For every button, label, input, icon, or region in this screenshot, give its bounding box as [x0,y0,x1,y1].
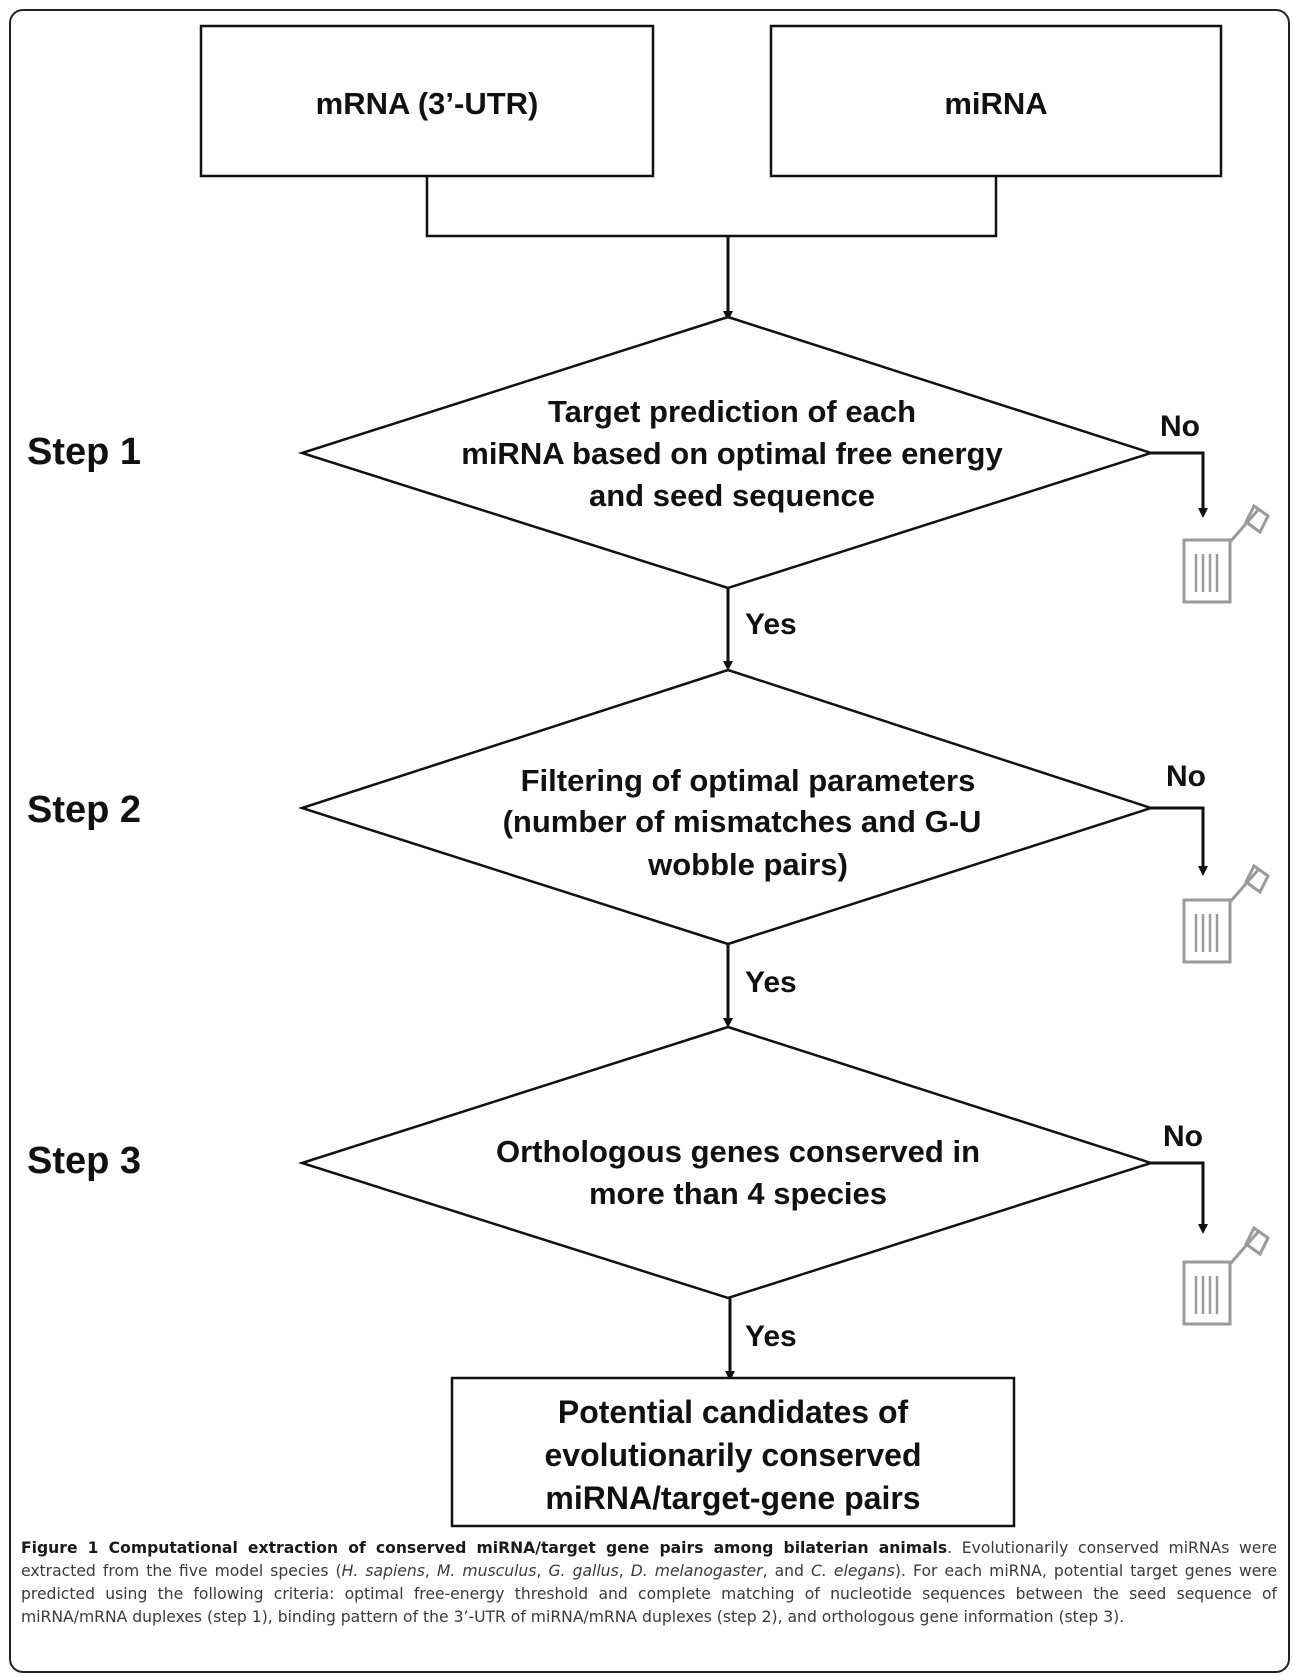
merge-connector [425,176,998,238]
step-1-yes-label: Yes [745,608,797,641]
mirna-input-label: miRNA [944,86,1047,121]
caption-sep: , [618,1562,631,1580]
step-1-no-label: No [1160,410,1200,443]
mirna-input-box: miRNA [769,24,1223,178]
result-box: Potential candidates of evolutionarily c… [450,1376,1016,1528]
caption-text-2: ). For each miRNA, potential target gene… [21,1562,1277,1626]
step-1-no-arrow [1151,451,1208,518]
step-3-text-line-1: Orthologous genes conserved in [496,1134,980,1169]
step-3-no-label: No [1163,1120,1203,1153]
result-text-line-1: Potential candidates of [558,1394,909,1430]
step-3-trash-icon [1182,1226,1270,1326]
step-1-label: Step 1 [27,431,141,473]
caption-title: Figure 1 Computational extraction of con… [21,1539,948,1557]
step-2-text-line-2: (number of mismatches and G-U [503,804,982,839]
step-3-yes-label: Yes [745,1320,797,1353]
caption-sep: , [424,1562,437,1580]
step-1-text-line-1: Target prediction of each [548,394,916,429]
step-3-decision [297,1025,1156,1300]
mrna-input-box: mRNA (3’-UTR) [199,24,655,178]
step-2-yes-label: Yes [745,966,797,999]
step-2-text-line-1: Filtering of optimal parameters [521,763,976,798]
caption-species-1: H. sapiens [341,1562,425,1580]
caption-sep: , and [762,1562,812,1580]
step-2-no-arrow [1151,806,1208,876]
step-1-text-line-2: miRNA based on optimal free energy [461,436,1003,471]
step-2-label: Step 2 [27,789,141,831]
step-1-trash-icon [1182,504,1270,604]
caption-species-5: C. elegans [811,1562,895,1580]
flowchart: mRNA (3’-UTR) miRNA Step 1 Target predic… [27,24,1270,1528]
caption-species-3: G. gallus [548,1562,619,1580]
step-3-no-arrow [1151,1161,1208,1234]
step-1-text-line-3: and seed sequence [589,478,875,513]
figure-caption: Figure 1 Computational extraction of con… [21,1537,1277,1629]
result-text-line-2: evolutionarily conserved [544,1437,921,1473]
caption-text-1: . Evolutionarily conserved miRNAs were e… [21,1539,1278,1580]
step-3-label: Step 3 [27,1140,141,1182]
mrna-input-label: mRNA (3’-UTR) [316,86,539,121]
result-text-line-3: miRNA/target-gene pairs [545,1480,920,1516]
step-2-text-line-3: wobble pairs) [647,847,848,882]
step-2-trash-icon [1182,864,1270,964]
step-2-no-label: No [1166,760,1206,793]
caption-species-2: M. musculus [436,1562,537,1580]
step-3-text-line-2: more than 4 species [589,1176,887,1211]
caption-species-4: D. melanogaster [630,1562,763,1580]
caption-sep: , [536,1562,549,1580]
